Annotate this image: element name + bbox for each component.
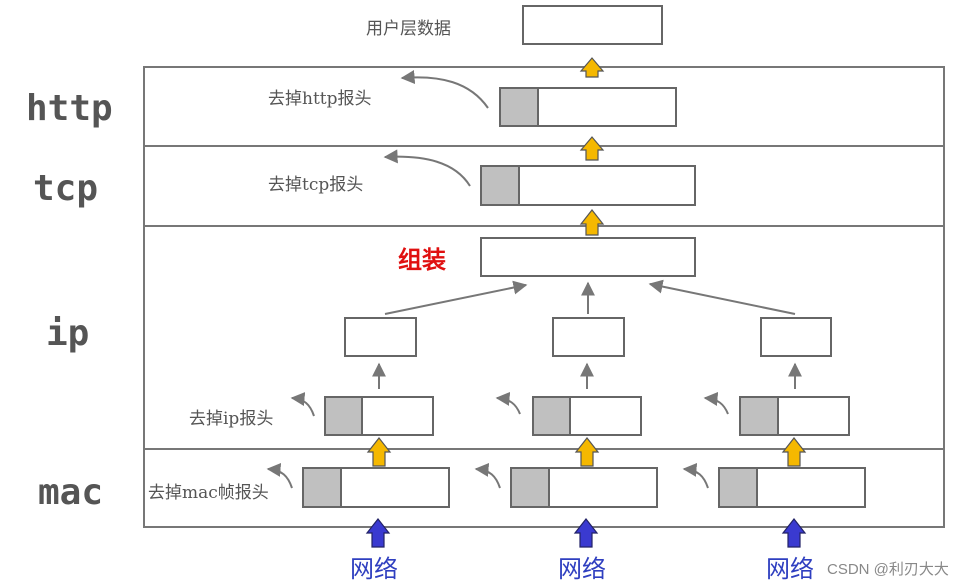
assemble-label: 组装 (398, 245, 446, 274)
strip-mac-curve-arrow-left (266, 462, 293, 489)
blue-arrow-middle (573, 518, 599, 548)
app-data-box (522, 5, 663, 45)
converge-arrow-left (384, 280, 528, 315)
layer-label-mac: mac (38, 472, 103, 513)
strip-tcp-curve-arrow (383, 149, 471, 187)
strip-mac-curve-arrow-middle (474, 462, 501, 489)
strip-mac-curve-arrows (266, 462, 709, 489)
ip-packet-middle-payload (569, 396, 642, 436)
mac-packets (302, 467, 866, 508)
yellow-arrow-ip-middle (574, 437, 600, 467)
layer-label-http: http (26, 88, 113, 129)
http-packet-header (499, 87, 539, 127)
tcp-packet-payload (518, 165, 696, 206)
yellow-arrow-to-app-data (579, 57, 605, 78)
strip-ip-curve-arrow-middle (495, 391, 521, 415)
network-label-middle: 网络 (558, 555, 606, 583)
blue-arrow-right (781, 518, 807, 548)
blue-up-arrows (365, 518, 807, 548)
strip-ip-curve-arrow-right (703, 391, 729, 415)
network-label-right: 网络 (766, 555, 814, 583)
blue-arrow-left (365, 518, 391, 548)
ip-packet-left-header (324, 396, 363, 436)
mac-packet-middle-header (510, 467, 550, 508)
mac-packet-left-header (302, 467, 342, 508)
yellow-arrow-to-http (579, 136, 605, 161)
strip-ip-curve-arrow-left (290, 392, 315, 417)
mac-layer-band (143, 448, 945, 528)
ip-fragment-right (760, 317, 832, 357)
strip-http-curve-arrow (400, 70, 489, 109)
app-data-label: 用户层数据 (366, 19, 451, 39)
strip-ip-label: 去掉ip报头 (189, 409, 273, 429)
yellow-up-arrows (366, 57, 807, 467)
layer-label-tcp: tcp (33, 168, 98, 209)
strip-tcp-label: 去掉tcp报头 (268, 175, 363, 195)
http-packet-payload (537, 87, 677, 127)
ip-packet-left-payload (361, 396, 434, 436)
fragment-up-arrows (372, 362, 802, 389)
tcp-packet (480, 165, 696, 206)
layer-bands (143, 66, 945, 528)
mac-packet-left-payload (340, 467, 450, 508)
yellow-arrow-ip-left (366, 437, 392, 467)
ip-fragment-middle (552, 317, 625, 357)
strip-http-label: 去掉http报头 (268, 89, 372, 109)
mac-packet-middle-payload (548, 467, 658, 508)
ip-packets (324, 396, 850, 436)
ip-packet-right-payload (777, 396, 850, 436)
strip-mac-curve-arrow-right (682, 462, 709, 489)
ip-fragments (344, 317, 832, 357)
mac-packet-right-header (718, 467, 758, 508)
strip-mac-label: 去掉mac帧报头 (148, 483, 269, 503)
yellow-arrow-ip-right (781, 437, 807, 467)
mac-packet-right-payload (756, 467, 866, 508)
ip-packet-middle-header (532, 396, 571, 436)
watermark: CSDN @利刃大大 (827, 561, 949, 578)
tcp-packet-header (480, 165, 520, 206)
ip-packet-right-header (739, 396, 779, 436)
ip-fragment-left (344, 317, 417, 357)
converge-arrows (384, 279, 796, 315)
network-label-left: 网络 (350, 555, 398, 583)
assembled-box (480, 237, 696, 277)
yellow-arrow-to-tcp (579, 209, 605, 236)
http-packet (499, 87, 677, 127)
layer-label-ip: ip (46, 313, 89, 354)
strip-ip-curve-arrows (290, 391, 729, 417)
converge-arrow-right (648, 279, 796, 315)
